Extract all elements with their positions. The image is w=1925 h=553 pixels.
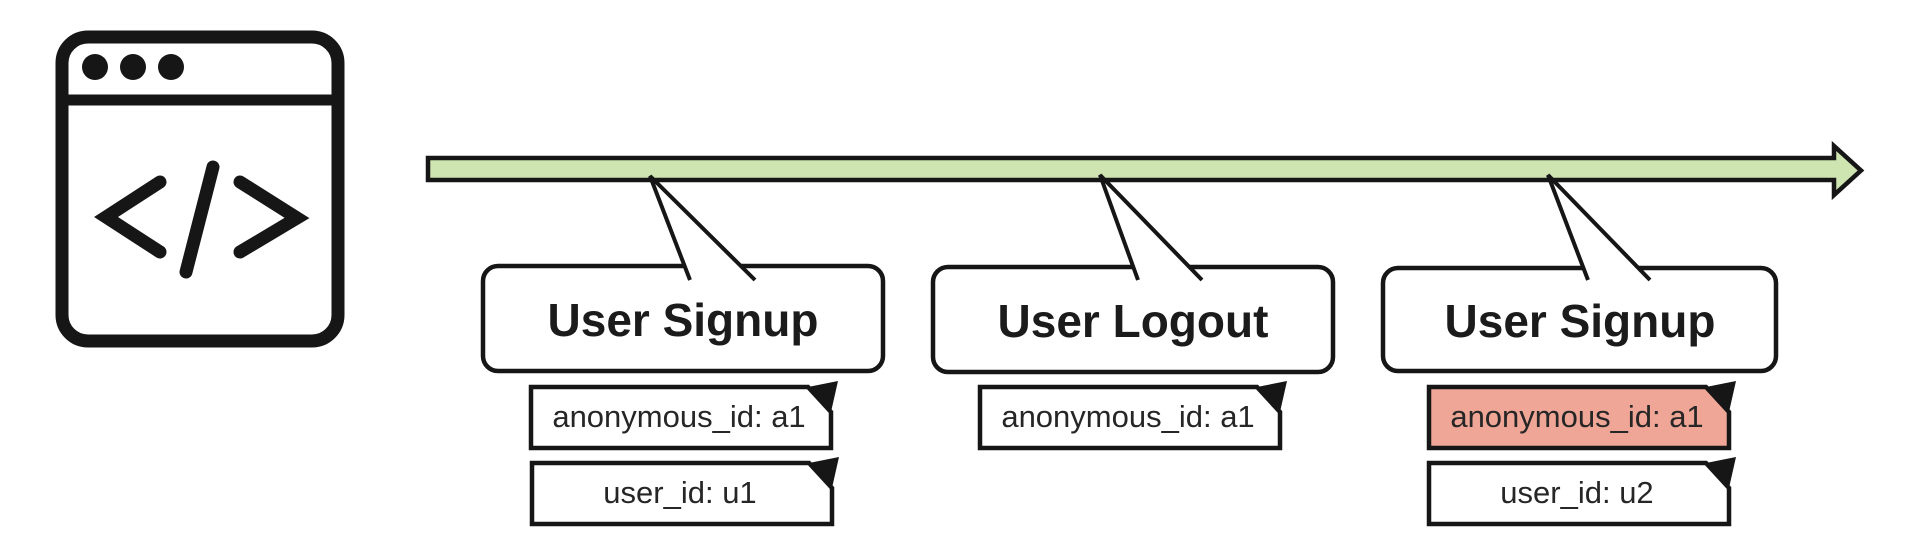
folded-corner-icon <box>1706 381 1736 412</box>
folded-corner-icon <box>809 457 839 488</box>
property-tag: user_id: u2 <box>1426 457 1736 527</box>
property-tag: user_id: u1 <box>529 457 839 527</box>
folded-corner-icon <box>808 381 838 412</box>
window-dot-icon <box>158 54 184 80</box>
tag-body <box>1426 460 1732 527</box>
tag-body <box>528 384 834 451</box>
window-dot-icon <box>82 54 108 80</box>
folded-corner-icon <box>1257 381 1287 412</box>
callout-tail <box>648 174 757 282</box>
callout-tail <box>1098 173 1204 282</box>
browser-code-window-icon <box>55 30 345 348</box>
event-callout: User Signup <box>480 174 886 374</box>
tag-body <box>977 384 1283 451</box>
tag-label: anonymous_id: a1 <box>1450 399 1703 434</box>
tag-label: user_id: u1 <box>603 475 756 510</box>
event-box <box>1380 265 1779 374</box>
property-tag: anonymous_id: a1 <box>528 381 838 451</box>
tag-label: anonymous_id: a1 <box>552 399 805 434</box>
timeline-arrow <box>425 140 1865 201</box>
tag-body <box>529 460 835 527</box>
browser-window-frame <box>55 30 345 348</box>
event-callout: User Logout <box>930 173 1336 375</box>
event-title: User Signup <box>548 294 819 346</box>
property-tag: anonymous_id: a1 <box>977 381 1287 451</box>
folded-corner-icon <box>1706 457 1736 488</box>
property-tag-highlighted: anonymous_id: a1 <box>1426 381 1736 451</box>
code-tag-icon <box>94 160 310 279</box>
event-title: User Signup <box>1445 295 1716 347</box>
tag-label: user_id: u2 <box>1500 475 1653 510</box>
tag-label: anonymous_id: a1 <box>1001 399 1254 434</box>
tag-body <box>1426 384 1732 451</box>
event-title: User Logout <box>998 295 1269 347</box>
window-dot-icon <box>120 54 146 80</box>
event-callout: User Signup <box>1380 173 1779 374</box>
callout-tail <box>1546 173 1652 282</box>
